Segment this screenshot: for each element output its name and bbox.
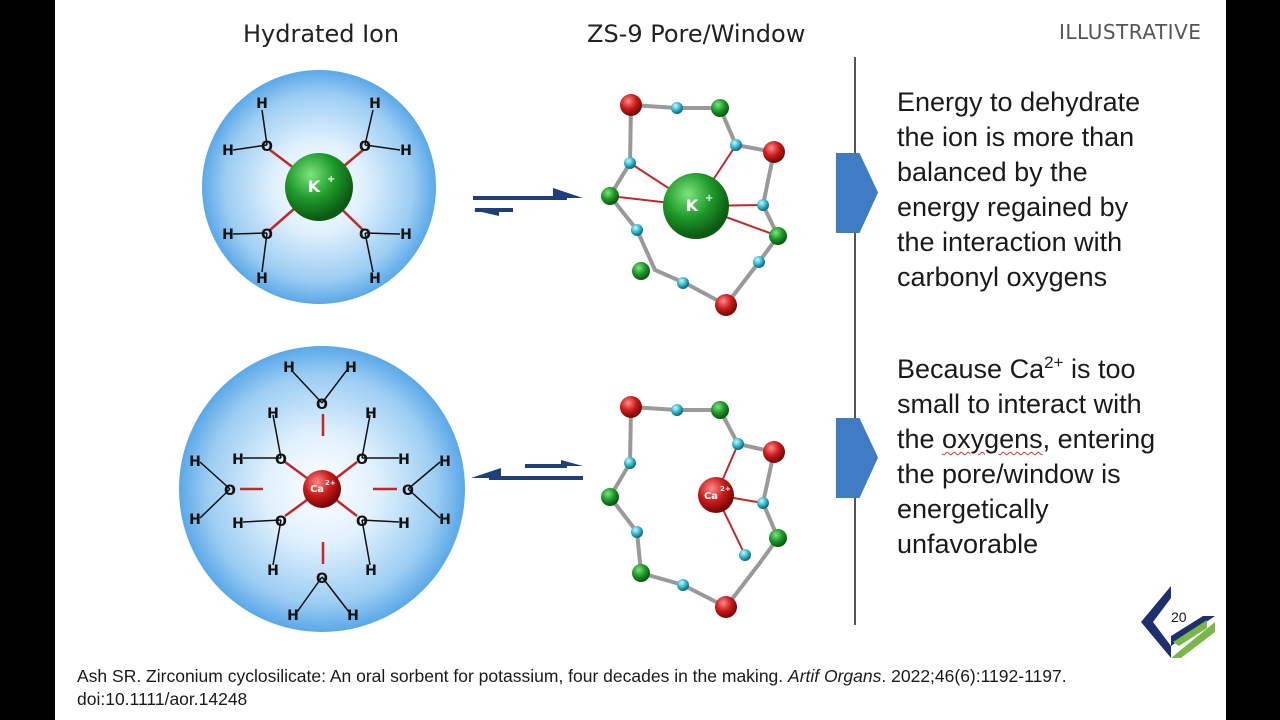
oxygen-label: O [356, 452, 368, 468]
slide: Hydrated Ion ZS-9 Pore/Window ILLUSTRATI… [55, 0, 1226, 720]
hydrogen-label: H [232, 516, 244, 532]
potassium-explanation: Energy to dehydrate the ion is more than… [897, 85, 1226, 295]
oxygen-label: O [224, 483, 236, 499]
potassium-symbol: K [308, 177, 321, 196]
text-line: Because Ca2+ is too [897, 353, 1136, 384]
oxygen-label: O [359, 139, 371, 155]
oxygen-label: O [316, 571, 328, 587]
text-line: the interaction with [897, 227, 1123, 257]
calcium-explanation: Because Ca2+ is too small to interact wi… [897, 352, 1226, 562]
hydrogen-label: H [439, 454, 451, 470]
calcium-symbol: Ca [310, 484, 324, 495]
potassium-symbol: K [686, 196, 699, 215]
potassium-charge: + [705, 193, 713, 204]
spellcheck-underlined-word: oxygens [942, 424, 1043, 454]
calcium-ion-in-pore [698, 477, 734, 513]
hydrogen-label: H [232, 452, 244, 468]
zs9-pore-with-calcium: Ca 2+ [601, 396, 787, 618]
hydrogen-label: H [189, 454, 201, 470]
pore-window-header: ZS-9 Pore/Window [587, 20, 806, 48]
oxygen-label: O [316, 397, 328, 413]
illustrative-label: ILLUSTRATIVE [1059, 20, 1202, 44]
oxygen-label: O [359, 227, 371, 243]
hydrogen-label: H [287, 608, 299, 624]
vertical-divider [854, 57, 856, 625]
hydrogen-label: H [400, 143, 412, 159]
hydrogen-label: H [365, 406, 377, 422]
hydrogen-label: H [222, 143, 234, 159]
text-line: the ion is more than [897, 122, 1135, 152]
calcium-charge: 2+ [325, 479, 336, 487]
text-line: carbonyl oxygens [897, 262, 1108, 292]
text-line: unfavorable [897, 529, 1039, 559]
hydrogen-label: H [400, 227, 412, 243]
hydrogen-label: H [347, 608, 359, 624]
hydrated-ion-header: Hydrated Ion [243, 20, 400, 48]
text-line: energetically [897, 494, 1049, 524]
hydrated-potassium-diagram: O O O O H H H H H H H H K + [179, 70, 787, 632]
hydrogen-label: H [256, 271, 268, 287]
hydrogen-label: H [283, 360, 295, 376]
text-line: balanced by the [897, 157, 1088, 187]
potassium-charge: + [327, 174, 335, 185]
hydrogen-label: H [369, 271, 381, 287]
hydrogen-label: H [189, 512, 201, 528]
text-line: small to interact with [897, 389, 1142, 419]
text-line: the pore/window is [897, 459, 1121, 489]
hydrogen-label: H [222, 227, 234, 243]
text-line: energy regained by [897, 192, 1129, 222]
page-number: 20 [1171, 609, 1187, 625]
chevron-arrow-icon [835, 418, 879, 498]
hydrogen-label: H [345, 360, 357, 376]
oxygen-label: O [261, 227, 273, 243]
oxygen-label: O [261, 139, 273, 155]
text-line: Energy to dehydrate [897, 87, 1141, 117]
equilibrium-arrow-top [473, 188, 583, 216]
oxygen-label: O [356, 514, 368, 530]
zs9-pore-with-potassium: K + [601, 94, 787, 316]
calcium-ion [303, 470, 341, 508]
calcium-symbol: Ca [704, 491, 718, 502]
oxygen-label: O [275, 452, 287, 468]
hydrogen-label: H [267, 563, 279, 579]
citation-doi: doi:10.1111/aor.14248 [77, 689, 248, 709]
chevron-arrow-icon [835, 153, 879, 233]
hydrogen-label: H [369, 96, 381, 112]
potassium-ion [285, 153, 353, 221]
hydrogen-label: H [365, 563, 377, 579]
text-line: the oxygens, entering [897, 424, 1156, 454]
company-logo-icon: 20 [1141, 586, 1215, 658]
equilibrium-arrow-bottom [471, 460, 583, 480]
ca-hydration-shell: O O O O O O O O H H H H H H H H H H H H [179, 346, 465, 632]
k-hydration-shell: O O O O H H H H H H H H K + [202, 70, 436, 304]
oxygen-label: O [402, 483, 414, 499]
hydrogen-label: H [256, 96, 268, 112]
calcium-charge: 2+ [720, 485, 731, 493]
hydrogen-label: H [439, 512, 451, 528]
hydrogen-label: H [267, 406, 279, 422]
hydrogen-label: H [398, 452, 410, 468]
citation: Ash SR. Zirconium cyclosilicate: An oral… [77, 666, 1067, 709]
potassium-ion-in-pore [663, 173, 729, 239]
hydrogen-label: H [398, 516, 410, 532]
oxygen-label: O [275, 514, 287, 530]
